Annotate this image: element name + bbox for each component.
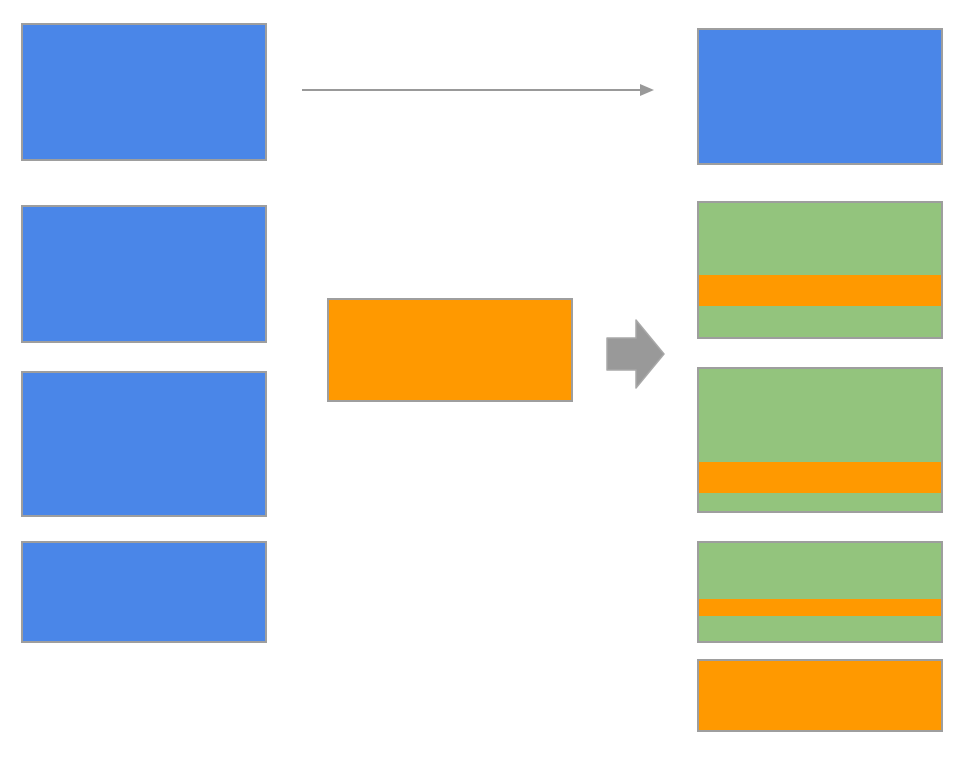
- block-right-arrow-icon: [606, 319, 665, 389]
- orange-band: [699, 462, 941, 493]
- source-block-3: [21, 371, 267, 517]
- result-block-2: [697, 201, 943, 339]
- source-block-4: [21, 541, 267, 643]
- source-block-1: [21, 23, 267, 161]
- source-block-2: [21, 205, 267, 343]
- orange-band: [699, 599, 941, 616]
- orange-band: [699, 275, 941, 306]
- block-arrow-shape: [606, 319, 665, 389]
- result-block-5: [697, 659, 943, 732]
- result-block-3: [697, 367, 943, 513]
- arrow-head: [640, 84, 654, 96]
- result-block-1: [697, 28, 943, 165]
- result-block-4: [697, 541, 943, 643]
- right-arrow-icon: [302, 84, 654, 96]
- insert-block: [327, 298, 573, 402]
